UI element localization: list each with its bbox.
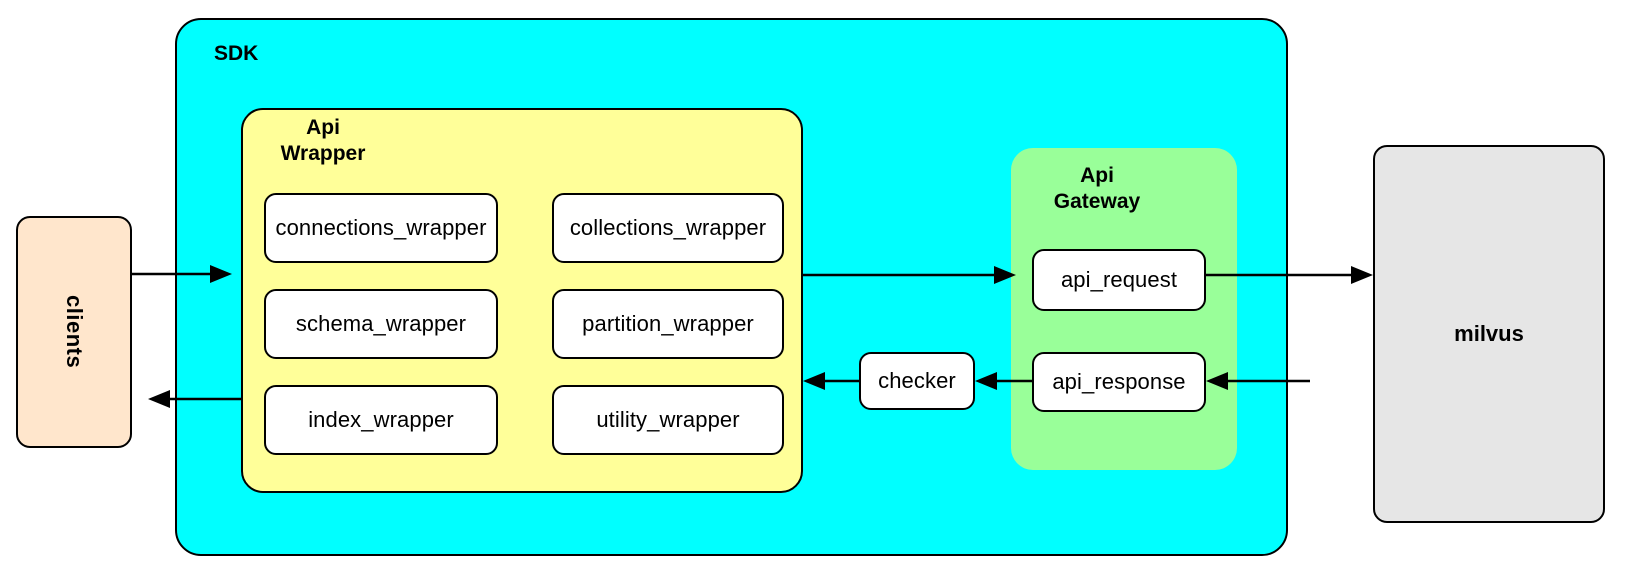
api-wrapper-title: Api Wrapper [280, 116, 366, 165]
api-gateway-title: Api Gateway [1053, 164, 1141, 213]
module-partition-wrapper[interactable]: partition_wrapper [552, 289, 784, 359]
module-connections-wrapper[interactable]: connections_wrapper [264, 193, 498, 263]
module-api-response[interactable]: api_response [1032, 352, 1206, 412]
module-api-request[interactable]: api_request [1032, 249, 1206, 311]
module-collections-wrapper[interactable]: collections_wrapper [552, 193, 784, 263]
clients-box[interactable]: clients [16, 216, 132, 448]
sdk-title: SDK [214, 42, 259, 65]
module-checker[interactable]: checker [859, 352, 975, 410]
clients-label: clients [62, 295, 87, 369]
module-schema-wrapper[interactable]: schema_wrapper [264, 289, 498, 359]
module-index-wrapper[interactable]: index_wrapper [264, 385, 498, 455]
module-utility-wrapper[interactable]: utility_wrapper [552, 385, 784, 455]
milvus-box[interactable]: milvus [1373, 145, 1605, 523]
